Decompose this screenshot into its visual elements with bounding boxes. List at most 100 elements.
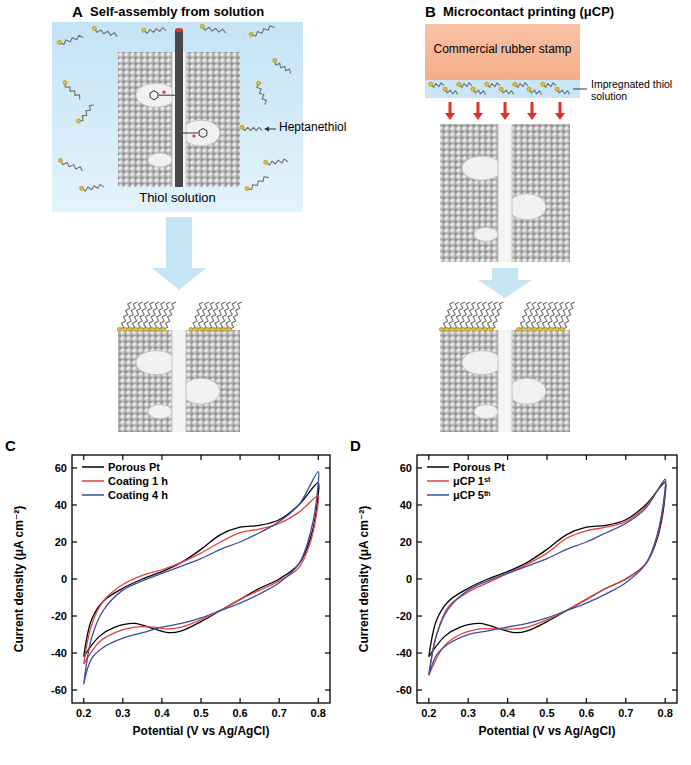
sulfur-atom (516, 327, 520, 331)
sulfur-atom (63, 81, 67, 85)
axis-tick (468, 455, 469, 460)
sulfur-atom (249, 32, 253, 36)
sulfur-atom (264, 160, 268, 164)
thiol-ink-layer (425, 80, 580, 98)
tick-label: 0.2 (421, 707, 436, 720)
sulfur-atom (544, 327, 548, 331)
axis-tick (672, 504, 677, 505)
axis-tick (318, 455, 319, 460)
sulfur-atom (161, 327, 165, 331)
sulfur-atom (527, 87, 531, 91)
axis-tick (546, 455, 547, 460)
print-arrow-shaft (504, 102, 507, 113)
tick-label: 0.4 (500, 707, 515, 720)
sulfur-atom (522, 327, 526, 331)
tick-label: 0.8 (311, 707, 326, 720)
sulfur-atom (443, 87, 447, 91)
sulfur-atom (222, 327, 226, 331)
rubber-stamp: Commercial rubber stamp (425, 24, 580, 98)
sulfur-atom (80, 186, 84, 190)
tick-label: 60 (55, 462, 67, 475)
panel-a-illustration (117, 217, 242, 432)
legend-label: μCP 1ˢᵗ (453, 475, 491, 488)
alkyl-chain (562, 302, 575, 329)
sulfur-atom (513, 82, 517, 86)
legend-label: Coating 4 h (108, 489, 168, 502)
tick-label: 0.4 (154, 707, 169, 720)
legend-label: Porous Pt (453, 461, 505, 474)
curves (84, 472, 319, 685)
axis-tick (417, 504, 422, 505)
axis-tick (325, 578, 330, 579)
print-arrow-head (445, 113, 455, 120)
tick-label: -20 (396, 610, 412, 623)
pore-channel (498, 330, 512, 432)
axis-tick (625, 698, 626, 703)
axis-tick (325, 541, 330, 542)
oxygen-atom (162, 91, 165, 94)
axis-tick (83, 455, 84, 460)
alkyl-chain (59, 35, 83, 44)
tick-label: 0.5 (193, 707, 208, 720)
legend-label: Coating 1 h (108, 475, 168, 488)
sulfur-atom (499, 87, 503, 91)
axis-title: Current density (μA cm⁻²) (358, 506, 372, 653)
curves (429, 479, 666, 675)
sulfur-atom (156, 327, 160, 331)
tick-label: 0.6 (232, 707, 247, 720)
alkyl-chain (491, 302, 504, 329)
stamp-illustration (425, 80, 587, 98)
panel-b-illustration (439, 102, 575, 432)
sulfur-atom (461, 327, 465, 331)
sulfur-atom (117, 327, 121, 331)
panel-title: Microcontact printing (μCP) (443, 5, 614, 20)
axis-tick (72, 504, 77, 505)
leader-arrowhead (264, 127, 269, 132)
pore-cavity (462, 156, 502, 180)
alkyl-chain (242, 127, 262, 130)
sulfur-atom (533, 327, 537, 331)
axis-tick (672, 615, 677, 616)
sulfur-atom (471, 87, 475, 91)
axis-tick (72, 615, 77, 616)
tick-label: 0.3 (115, 707, 130, 720)
channel-wall (172, 52, 173, 187)
tick-label: -20 (51, 610, 67, 623)
sulfur-atom (483, 327, 487, 331)
axis-title: Current density (μA cm⁻²) (13, 506, 27, 653)
alkyl-chain (65, 83, 80, 100)
node-label: Commercial rubber stamp (433, 43, 571, 57)
axis-tick (417, 615, 422, 616)
alkyl-chain (82, 184, 104, 191)
cv-curve (429, 481, 666, 675)
sulfur-atom (450, 327, 454, 331)
oxygen-atom (192, 134, 195, 137)
sulfur-atom (189, 327, 193, 331)
alkyl-chain (275, 61, 291, 74)
callout-label: Heptanethiol (279, 121, 346, 135)
benzene-ring (199, 129, 207, 138)
pore-channel (498, 124, 512, 262)
tick-label: -40 (51, 647, 67, 660)
print-arrow-head (555, 113, 565, 120)
axis-tick (428, 698, 429, 703)
sulfur-atom (194, 327, 198, 331)
panel-letter: C (5, 437, 16, 454)
plot-frame (72, 455, 330, 703)
tick-label: -60 (396, 684, 412, 697)
axis-tick (417, 541, 422, 542)
alkyl-chain (229, 302, 242, 329)
print-arrow-shaft (477, 102, 480, 113)
pore-cavity (508, 194, 546, 220)
print-arrow-shaft (449, 102, 452, 113)
channel-wall (186, 52, 187, 187)
tick-label: 0 (61, 573, 67, 586)
print-arrow-head (500, 113, 510, 120)
axis-tick (428, 455, 429, 460)
print-arrow-head (473, 113, 483, 120)
tick-label: 20 (55, 536, 67, 549)
sulfur-atom (273, 58, 277, 62)
solution-illustration (57, 24, 290, 191)
sulfur-atom (227, 327, 231, 331)
